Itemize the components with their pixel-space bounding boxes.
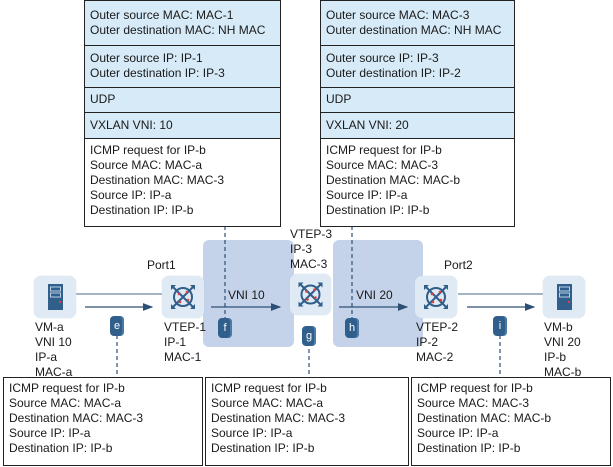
packet-line: Destination MAC: MAC-b bbox=[417, 411, 552, 425]
vtep-3-mac: MAC-3 bbox=[290, 257, 328, 271]
vxlan-header: VXLAN VNI: 10 bbox=[85, 113, 280, 139]
tag-e: e bbox=[110, 316, 124, 336]
outer-src-mac: Outer source MAC: MAC-1 bbox=[90, 8, 234, 22]
outer-src-mac: Outer source MAC: MAC-3 bbox=[326, 8, 470, 22]
tag-f: f bbox=[218, 318, 232, 338]
inner-line: Source MAC: MAC-a bbox=[90, 158, 203, 172]
packet-line: ICMP request for IP-b bbox=[9, 381, 125, 395]
inner-line: Source MAC: MAC-3 bbox=[326, 158, 439, 172]
vtep-2-ip: IP-2 bbox=[416, 335, 439, 349]
packet-bottom-g: ICMP request for IP-b Source MAC: MAC-a … bbox=[205, 377, 409, 466]
vm-b-label: VM-b VNI 20 IP-b MAC-b bbox=[544, 320, 581, 380]
tag-g: g bbox=[302, 326, 316, 346]
packet-top-vni20: Outer source MAC: MAC-3 Outer destinatio… bbox=[320, 0, 515, 227]
vm-a-vni: VNI 10 bbox=[35, 335, 72, 349]
inner-frame: ICMP request for IP-b Source MAC: MAC-a … bbox=[85, 139, 280, 221]
server-icon bbox=[557, 284, 572, 310]
vtep-3-label: VTEP-3 IP-3 MAC-3 bbox=[290, 227, 332, 272]
port2-label: Port2 bbox=[444, 258, 473, 272]
packet-line: Source MAC: MAC-a bbox=[9, 396, 122, 410]
vm-a-label: VM-a VNI 10 IP-a MAC-a bbox=[35, 320, 72, 380]
vtep-3-device[interactable] bbox=[290, 274, 331, 315]
packet-line: Destination IP: IP-b bbox=[9, 441, 113, 455]
packet-line: Destination IP: IP-b bbox=[211, 441, 315, 455]
packet-bottom-e: ICMP request for IP-b Source MAC: MAC-a … bbox=[3, 377, 203, 466]
packet-line: Source IP: IP-a bbox=[9, 426, 91, 440]
vm-b-mac: MAC-b bbox=[544, 365, 582, 379]
vxlan-vni: VXLAN VNI: 10 bbox=[90, 118, 173, 132]
packet-line: ICMP request for IP-b bbox=[211, 381, 327, 395]
outer-ip-header: Outer source IP: IP-3 Outer destination … bbox=[321, 46, 514, 88]
packet-line: Source IP: IP-a bbox=[417, 426, 499, 440]
server-icon bbox=[48, 284, 63, 310]
outer-dst-mac: Outer destination MAC: NH MAC bbox=[326, 23, 502, 37]
vm-b-name: VM-b bbox=[544, 320, 573, 334]
udp-label: UDP bbox=[326, 92, 352, 106]
inner-line: Destination IP: IP-b bbox=[90, 203, 194, 217]
tunnel-label-vni-20: VNI 20 bbox=[356, 288, 393, 302]
outer-src-ip: Outer source IP: IP-3 bbox=[326, 51, 439, 65]
vtep-1-ip: IP-1 bbox=[164, 335, 187, 349]
packet-line: Destination MAC: MAC-3 bbox=[9, 411, 144, 425]
vtep-1-label: VTEP-1 IP-1 MAC-1 bbox=[164, 320, 206, 365]
vtep-1-name: VTEP-1 bbox=[164, 320, 207, 334]
outer-dst-mac: Outer destination MAC: NH MAC bbox=[90, 23, 266, 37]
udp-header: UDP bbox=[85, 88, 280, 113]
tag-h: h bbox=[345, 318, 359, 338]
inner-line: Source IP: IP-a bbox=[90, 188, 172, 202]
switch-icon bbox=[171, 285, 195, 309]
vtep-2-label: VTEP-2 IP-2 MAC-2 bbox=[416, 320, 458, 365]
inner-line: ICMP request for IP-b bbox=[326, 143, 442, 157]
vtep-1-mac: MAC-1 bbox=[164, 350, 202, 364]
packet-line: Destination MAC: MAC-3 bbox=[211, 411, 346, 425]
packet-line: Destination IP: IP-b bbox=[417, 441, 521, 455]
outer-dst-ip: Outer destination IP: IP-2 bbox=[326, 66, 461, 80]
outer-ip-header: Outer source IP: IP-1 Outer destination … bbox=[85, 46, 280, 88]
outer-mac-header: Outer source MAC: MAC-3 Outer destinatio… bbox=[321, 1, 514, 46]
packet-line: ICMP request for IP-b bbox=[417, 381, 533, 395]
vm-a-name: VM-a bbox=[35, 320, 64, 334]
vm-a-ip: IP-a bbox=[35, 350, 58, 364]
vtep-3-ip: IP-3 bbox=[290, 242, 313, 256]
inner-line: Destination MAC: MAC-b bbox=[326, 173, 461, 187]
outer-mac-header: Outer source MAC: MAC-1 Outer destinatio… bbox=[85, 1, 280, 46]
udp-label: UDP bbox=[90, 92, 116, 106]
vtep-1-device[interactable] bbox=[162, 276, 204, 318]
vtep-3-name: VTEP-3 bbox=[290, 227, 333, 241]
vtep-2-mac: MAC-2 bbox=[416, 350, 454, 364]
vm-b-device[interactable] bbox=[543, 276, 585, 318]
packet-line: Source MAC: MAC-3 bbox=[417, 396, 530, 410]
vxlan-header: VXLAN VNI: 20 bbox=[321, 113, 514, 139]
vm-b-ip: IP-b bbox=[544, 350, 567, 364]
inner-line: Source IP: IP-a bbox=[326, 188, 408, 202]
vtep-2-device[interactable] bbox=[415, 276, 457, 318]
packet-top-vni10: Outer source MAC: MAC-1 Outer destinatio… bbox=[84, 0, 281, 227]
packet-line: Source MAC: MAC-a bbox=[211, 396, 324, 410]
tag-i: i bbox=[493, 316, 507, 336]
vxlan-vni: VXLAN VNI: 20 bbox=[326, 118, 409, 132]
switch-icon bbox=[424, 285, 448, 309]
vm-a-device[interactable] bbox=[34, 276, 76, 318]
inner-frame: ICMP request for IP-b Source MAC: MAC-3 … bbox=[321, 139, 514, 221]
tunnel-label-vni-10: VNI 10 bbox=[228, 288, 265, 302]
inner-line: Destination IP: IP-b bbox=[326, 203, 430, 217]
inner-line: ICMP request for IP-b bbox=[90, 143, 206, 157]
vm-a-mac: MAC-a bbox=[35, 365, 73, 379]
outer-dst-ip: Outer destination IP: IP-3 bbox=[90, 66, 225, 80]
packet-line: Source IP: IP-a bbox=[211, 426, 293, 440]
port1-label: Port1 bbox=[147, 258, 176, 272]
packet-bottom-i: ICMP request for IP-b Source MAC: MAC-3 … bbox=[411, 377, 611, 466]
switch-icon bbox=[298, 282, 323, 307]
vm-b-vni: VNI 20 bbox=[544, 335, 581, 349]
udp-header: UDP bbox=[321, 88, 514, 113]
inner-line: Destination MAC: MAC-3 bbox=[90, 173, 225, 187]
vtep-2-name: VTEP-2 bbox=[416, 320, 459, 334]
outer-src-ip: Outer source IP: IP-1 bbox=[90, 51, 203, 65]
